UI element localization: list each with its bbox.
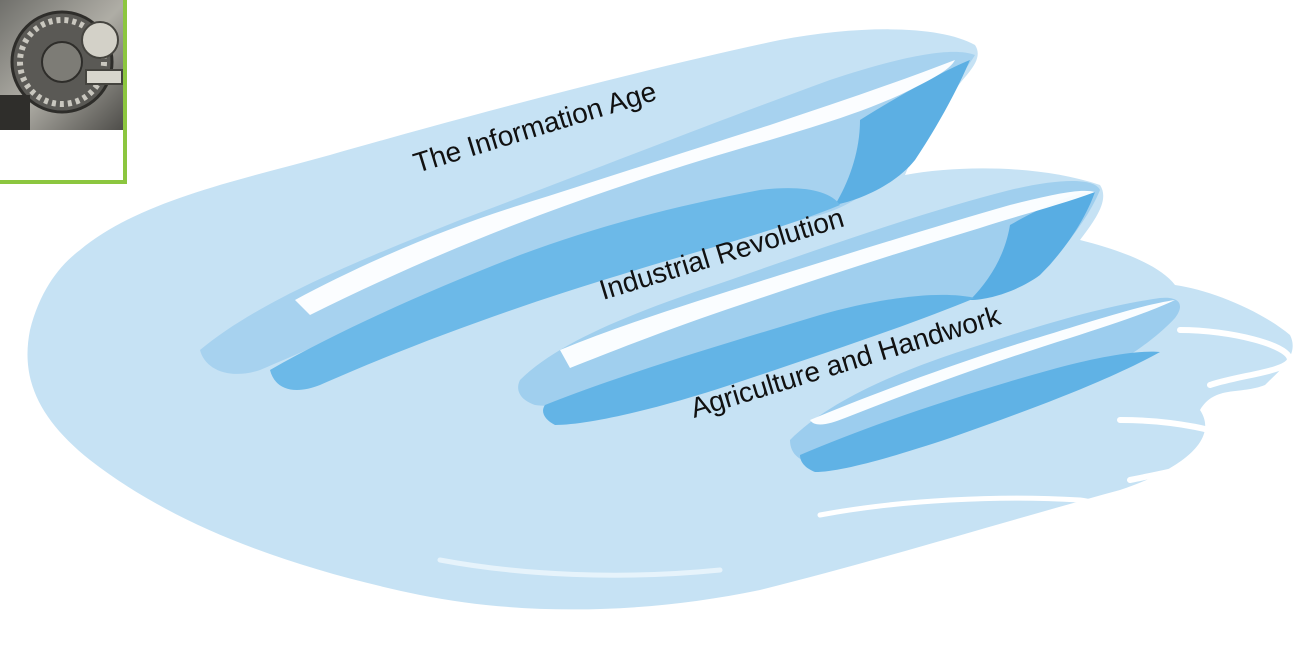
wave-agriculture-handwork-foam <box>810 300 1175 425</box>
wave-information-age-curl <box>835 60 970 205</box>
machinery-photo <box>0 0 127 184</box>
water-swirl-1 <box>1177 327 1294 388</box>
wave-industrial-revolution-foam <box>560 190 1095 368</box>
water-swirl-3 <box>817 495 1107 533</box>
wave-agriculture-handwork-face <box>800 351 1160 472</box>
wave-information-age-face <box>270 188 840 390</box>
gear-machine-image <box>0 0 123 180</box>
water-swirl-4 <box>437 557 723 578</box>
wave-industrial-revolution-face <box>543 294 975 425</box>
wave-information-age-foam <box>295 60 955 315</box>
wave-industrial-revolution-curl <box>970 191 1095 300</box>
wave-industrial-revolution <box>518 181 1100 406</box>
water-swirl-2 <box>1117 417 1244 483</box>
